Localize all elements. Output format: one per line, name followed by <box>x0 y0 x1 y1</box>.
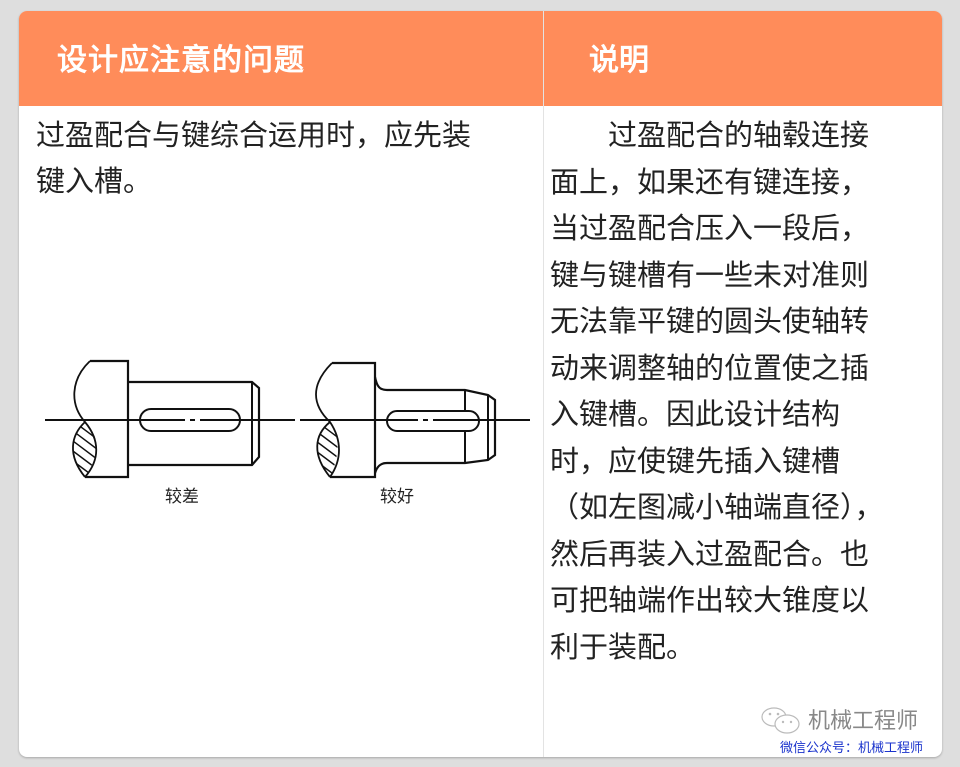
shaft-with-key-better-design-icon <box>280 361 530 479</box>
figure-label-poor: 较差 <box>165 487 199 507</box>
shaft-with-key-poor-design-icon <box>45 359 295 479</box>
wechat-icon <box>761 707 800 734</box>
issue-text: 过盈配合与键综合运用时，应先装键入槽。 <box>36 118 472 198</box>
watermark-subtitle: 微信公众号：机械工程师 <box>780 741 924 756</box>
table-header <box>19 11 942 106</box>
content-card: 设计应注意的问题 说明 <box>19 11 942 757</box>
header-issue: 设计应注意的问题 <box>57 43 305 78</box>
watermark-name: 机械工程师 <box>808 709 919 734</box>
description-text: 过盈配合的轴毂连接面上，如果还有键连接，当过盈配合压入一段后，键与键槽有一些未对… <box>550 118 884 664</box>
figure-label-better: 较好 <box>380 487 414 507</box>
header-description: 说明 <box>589 43 649 78</box>
column-divider <box>543 11 544 757</box>
